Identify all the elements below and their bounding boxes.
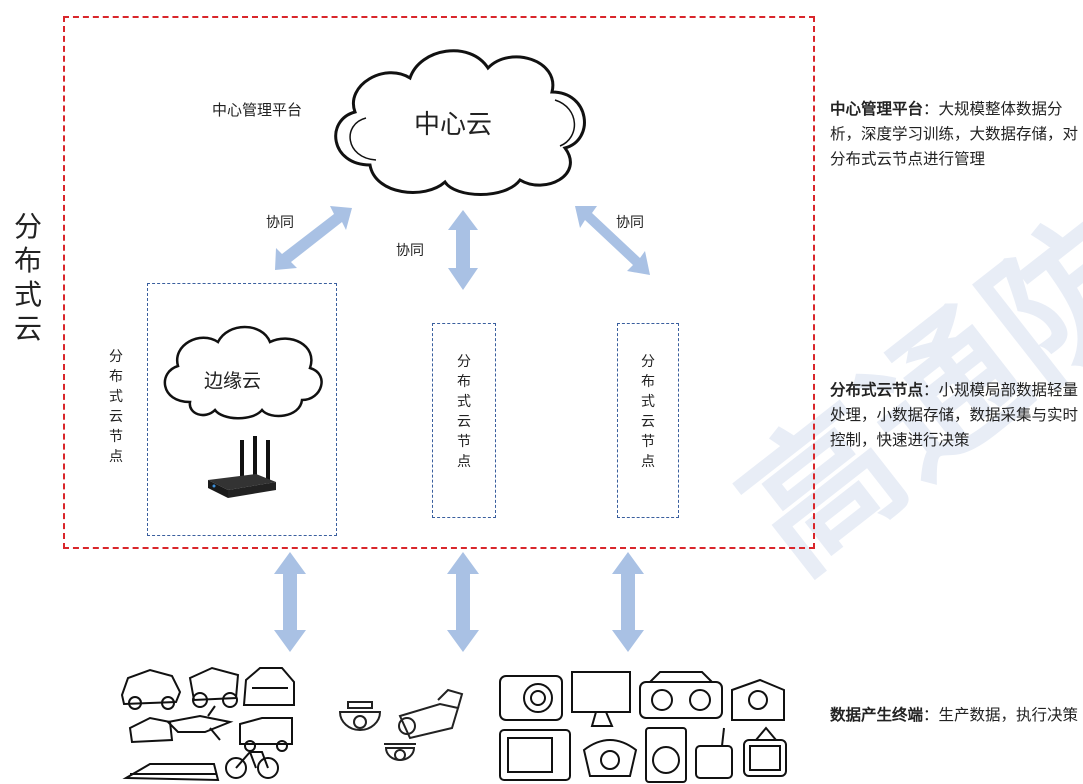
central-cloud-label: 中心云	[414, 110, 493, 140]
distributed-cloud-boundary	[63, 16, 815, 549]
central-platform-label: 中心管理平台	[212, 101, 303, 119]
description-text: ：小规模局部数据轻量处理，小数据存储，数据采集与实时控制，快速进行决策	[830, 381, 1079, 449]
collab-label-left: 协同	[266, 215, 294, 231]
description-title: 中心管理平台	[830, 100, 924, 118]
node-box-2	[617, 323, 679, 518]
router-icon	[208, 436, 276, 498]
terminal-arrow-center	[447, 552, 479, 652]
terminal-description: 数据产生终端：生产数据，执行决策	[830, 703, 1082, 728]
node-box-1	[432, 323, 496, 518]
description-title: 分布式云节点	[830, 381, 924, 399]
collab-label-center: 协同	[396, 243, 424, 259]
edge-node-label: 分布式云节点	[109, 349, 123, 465]
edge-cloud-label: 边缘云	[204, 370, 262, 392]
description-text: ：生产数据，执行决策	[923, 706, 1079, 724]
central-cloud-icon	[334, 49, 586, 196]
cameras-icon	[338, 688, 464, 761]
terminal-arrow-left	[274, 552, 306, 652]
edge-cloud-icon	[163, 325, 323, 420]
node-description: 分布式云节点：小规模局部数据轻量处理，小数据存储，数据采集与实时控制，快速进行决…	[830, 378, 1082, 453]
node-label-1: 分布式云节点	[457, 354, 471, 470]
node-label-2: 分布式云节点	[641, 354, 655, 470]
edge-node-box	[147, 283, 337, 536]
collab-arrow-left	[275, 206, 352, 270]
terminal-arrow-right	[612, 552, 644, 652]
vehicles-icon	[120, 666, 295, 782]
collab-label-right: 协同	[616, 215, 644, 231]
description-title: 数据产生终端	[830, 706, 924, 724]
appliances-icon	[499, 671, 787, 783]
distributed-cloud-label: 分布式云	[13, 210, 42, 345]
central-platform-description: 中心管理平台：大规模整体数据分析，深度学习训练，大数据存储，对分布式云节点进行管…	[830, 97, 1082, 172]
description-text: ：大规模整体数据分析，深度学习训练，大数据存储，对分布式云节点进行管理	[830, 100, 1079, 168]
collab-arrow-center	[448, 210, 478, 290]
collab-arrow-right	[575, 206, 650, 275]
